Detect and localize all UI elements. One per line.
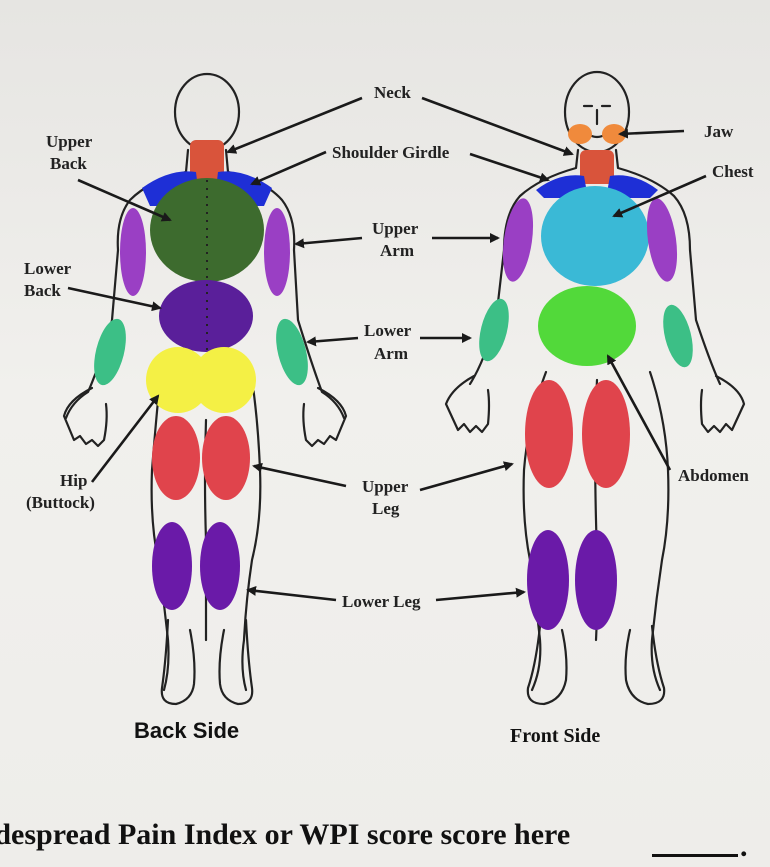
- back-left-upper-arm-region: [120, 208, 146, 296]
- back-right-hip-region: [192, 347, 256, 413]
- front-left-lower-arm-region: [479, 298, 509, 362]
- front-left-lower-leg-region: [527, 530, 569, 630]
- front-face: [582, 104, 612, 139]
- back-right-upper-leg-region: [202, 416, 250, 500]
- label-lower-leg: Lower Leg: [342, 592, 421, 611]
- region-labels: Neck Jaw Upper Back Shoulder Girdle Ches…: [24, 83, 754, 611]
- label-upper-leg-line2: Leg: [372, 499, 400, 518]
- label-hip-line2: (Buttock): [26, 493, 95, 512]
- back-right-hand: [302, 386, 348, 448]
- label-chest: Chest: [712, 162, 754, 181]
- back-left-hand: [62, 386, 108, 448]
- label-jaw: Jaw: [704, 122, 734, 141]
- label-upper-leg-line1: Upper: [362, 477, 409, 496]
- front-right-lower-arm-region: [663, 304, 693, 368]
- front-right-lower-leg-region: [575, 530, 617, 630]
- back-left-upper-leg-region: [152, 416, 200, 500]
- lower-back-arrow: [67, 286, 162, 312]
- back-neck-region: [190, 140, 224, 182]
- front-right-foot: [624, 624, 666, 706]
- front-left-upper-leg-region: [525, 380, 573, 488]
- front-chest-region: [541, 186, 649, 286]
- neck-arrow-front: [421, 96, 574, 156]
- back-left-hip-region: [146, 347, 210, 413]
- footer-period: .: [740, 830, 748, 863]
- label-upper-back-line2: Back: [50, 154, 87, 173]
- back-right-lower-arm-region: [276, 318, 308, 386]
- shoulder-arrow-front: [469, 152, 550, 183]
- hip-arrow: [90, 394, 160, 483]
- upper-leg-arrow-front: [419, 461, 514, 492]
- label-upper-arm-line1: Upper: [372, 219, 419, 238]
- label-upper-arm-line2: Arm: [380, 241, 414, 260]
- label-neck: Neck: [374, 83, 411, 102]
- back-left-foot: [160, 618, 196, 706]
- wpi-score-blank[interactable]: [652, 854, 738, 857]
- wpi-footer: idespread Pain Index or WPI score score …: [0, 808, 770, 867]
- wpi-score-prompt: idespread Pain Index or WPI score score …: [0, 818, 571, 851]
- shoulder-arrow-back: [250, 150, 327, 186]
- back-head: [173, 72, 241, 152]
- leader-arrows: [67, 96, 707, 602]
- label-upper-back-line1: Upper: [46, 132, 93, 151]
- upper-arm-arrow-back: [294, 236, 363, 249]
- back-figure: [62, 72, 348, 706]
- lower-leg-arrow-back: [246, 585, 337, 602]
- front-neck-region: [580, 150, 614, 184]
- front-left-foot: [526, 624, 568, 706]
- front-shoulder-region: [536, 175, 658, 198]
- label-lower-back-line2: Back: [24, 281, 61, 300]
- label-front-side: Front Side: [510, 725, 600, 747]
- front-right-hand: [699, 374, 746, 434]
- label-shoulder-girdle: Shoulder Girdle: [332, 143, 450, 162]
- lower-arm-arrow-back: [306, 336, 359, 347]
- front-left-jaw-region: [568, 124, 592, 144]
- upper-back-arrow: [77, 178, 172, 222]
- back-right-foot: [218, 618, 254, 706]
- front-left-upper-arm-region: [502, 198, 534, 282]
- abdomen-arrow: [606, 354, 672, 471]
- chest-arrow: [612, 174, 707, 218]
- label-hip-line1: Hip: [60, 471, 87, 490]
- lower-leg-arrow-front: [435, 587, 526, 602]
- back-right-lower-leg-region: [200, 522, 240, 610]
- jaw-arrow: [618, 128, 685, 139]
- label-lower-arm-line2: Arm: [374, 344, 408, 363]
- front-body-outline: [468, 148, 722, 692]
- upper-leg-arrow-back: [252, 462, 347, 488]
- front-right-upper-arm-region: [646, 198, 678, 282]
- label-abdomen: Abdomen: [678, 466, 749, 485]
- back-left-lower-leg-region: [152, 522, 192, 610]
- label-lower-arm-line1: Lower: [364, 321, 412, 340]
- front-left-hand: [444, 374, 491, 434]
- back-right-upper-arm-region: [264, 208, 290, 296]
- label-lower-back-line1: Lower: [24, 259, 72, 278]
- neck-arrow-back: [226, 96, 363, 154]
- label-back-side: Back Side: [134, 718, 239, 743]
- back-left-lower-arm-region: [94, 318, 126, 386]
- front-right-upper-leg-region: [582, 380, 630, 488]
- front-figure: [444, 70, 746, 706]
- front-abdomen-region: [538, 286, 636, 366]
